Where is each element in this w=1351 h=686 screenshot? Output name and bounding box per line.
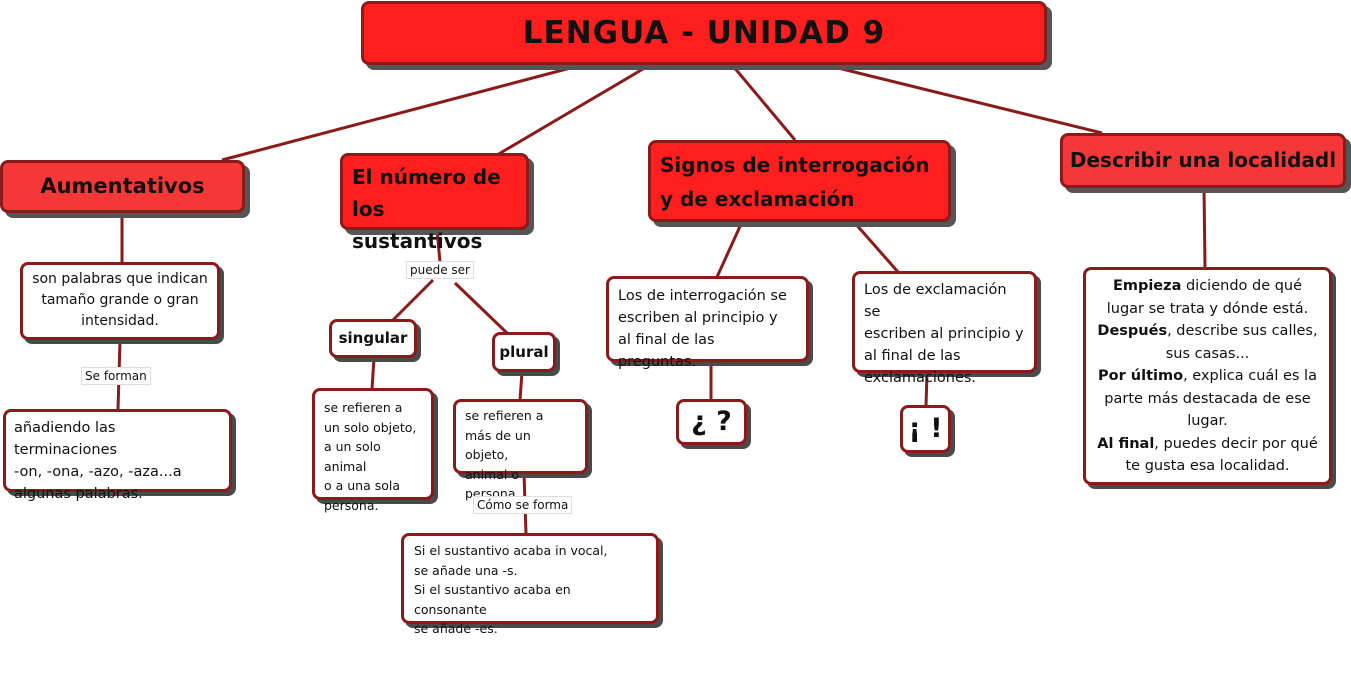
link-label-se-forman: Se forman <box>81 367 151 385</box>
numero-heading-line: El número de <box>352 165 501 189</box>
localidad-steps-box: Empieza diciendo de qué lugar se trata y… <box>1083 267 1332 485</box>
interrogacion-line: escriben al principio y <box>618 310 778 326</box>
exclamacion-line: Los de exclamación se <box>864 282 1007 320</box>
formation-line: -on, -ona, -azo, -aza...a <box>14 464 182 480</box>
plural-description-box: se refieren a más de un objeto, animal o… <box>453 399 588 501</box>
exclamacion-line: escriben al principio y <box>864 326 1024 342</box>
localidad-node: Describir una localidadl <box>1060 133 1346 188</box>
connector-title-localidad <box>829 64 1103 135</box>
plural-rule-box: Si el sustantivo acaba in vocal, se añad… <box>401 533 659 636</box>
link-label-como-se-forma: Cómo se forma <box>473 496 573 514</box>
exclamacion-symbol-node: ¡ ! <box>900 405 951 453</box>
exclamacion-description-box: Los de exclamación se escriben al princi… <box>852 271 1037 386</box>
signos-node: Signos de interrogación y de exclamación <box>648 140 951 222</box>
singular-line: persona. <box>324 497 379 513</box>
step-2-keyword: Después <box>1097 323 1168 339</box>
numero-heading-line: los sustantivos <box>352 197 483 253</box>
step-3: Por último, explica cuál es la parte más… <box>1094 365 1321 433</box>
aumentativos-definition-box: son palabras que indican tamaño grande o… <box>20 262 220 340</box>
connector-singular-desc <box>370 357 376 390</box>
connector-title-numero <box>496 64 649 157</box>
exclamacion-symbol: ¡ ! <box>908 413 943 444</box>
interrogacion-line: Los de interrogación se <box>618 288 787 304</box>
definition-line: son palabras que indican <box>32 271 208 287</box>
rule-line: Si el sustantivo acaba in vocal, <box>414 543 608 558</box>
step-3-keyword: Por último <box>1098 368 1184 384</box>
connector-plural-desc <box>518 371 524 401</box>
connector-signos-exclamacion <box>852 221 900 273</box>
step-1-text: diciendo de qué lugar se trata y dónde e… <box>1106 278 1309 317</box>
interrogacion-description-box: Los de interrogación se escriben al prin… <box>606 276 809 370</box>
plural-line: más de un objeto, <box>465 427 531 463</box>
step-2: Después, describe sus calles, sus casas.… <box>1094 320 1321 365</box>
link-label-puede-ser: puede ser <box>406 261 474 279</box>
step-1: Empieza diciendo de qué lugar se trata y… <box>1094 275 1321 320</box>
step-2-text: , describe sus calles, sus casas... <box>1165 323 1318 362</box>
connector-split-plural <box>453 281 509 335</box>
signos-heading-line: y de exclamación <box>660 187 855 211</box>
singular-line: se refieren a <box>324 400 403 415</box>
interrogacion-symbol: ¿ ? <box>691 406 732 437</box>
connector-title-aumentativos <box>221 64 579 162</box>
step-4: Al final, puedes decir por qué te gusta … <box>1094 433 1321 478</box>
singular-line: o a una sola <box>324 478 401 493</box>
aumentativos-formation-box: añadiendo las terminaciones -on, -ona, -… <box>3 409 232 502</box>
singular-line: un solo objeto, <box>324 419 417 435</box>
rule-line: se añade -es. <box>414 621 498 636</box>
formation-line: añadiendo las terminaciones <box>14 420 118 458</box>
plural-node: plural <box>492 332 556 372</box>
numero-node: El número de los sustantivos <box>340 153 529 253</box>
singular-node: singular <box>329 319 417 358</box>
rule-line: Si el sustantivo acaba en consonante <box>414 582 571 617</box>
connector-exclamacion-symbol <box>924 372 929 407</box>
connector-numero-split <box>435 229 442 263</box>
plural-line: se refieren a <box>465 408 544 423</box>
interrogacion-line: al final de las preguntas. <box>618 332 715 370</box>
connector-title-signos <box>731 65 797 141</box>
main-title: LENGUA - UNIDAD 9 <box>522 15 886 51</box>
singular-label: singular <box>338 329 408 347</box>
step-4-text: , puedes decir por qué te gusta esa loca… <box>1125 435 1318 475</box>
connector-localidad-steps <box>1202 187 1207 269</box>
signos-heading-line: Signos de interrogación <box>660 153 930 177</box>
main-title-node: LENGUA - UNIDAD 9 <box>361 1 1047 65</box>
definition-line: intensidad. <box>81 313 159 329</box>
interrogacion-symbol-node: ¿ ? <box>676 399 747 445</box>
step-3-text: , explica cuál es la parte más destacada… <box>1104 368 1317 429</box>
exclamacion-line: exclamaciones. <box>864 370 977 386</box>
plural-label: plural <box>499 343 549 361</box>
step-4-keyword: Al final <box>1097 435 1155 452</box>
singular-description-box: se refieren a un solo objeto, a un solo … <box>312 388 434 513</box>
formation-line: algunas palabras. <box>14 486 143 502</box>
step-1-keyword: Empieza <box>1112 278 1182 294</box>
connector-signos-interrogacion <box>715 221 744 278</box>
connector-split-singular <box>391 278 435 322</box>
exclamacion-line: al final de las <box>864 348 961 364</box>
definition-line: tamaño grande o gran <box>41 292 199 308</box>
singular-line: a un solo animal <box>324 439 381 474</box>
rule-line: se añade una -s. <box>414 562 518 578</box>
aumentativos-node: Aumentativos <box>0 160 245 213</box>
aumentativos-heading: Aumentativos <box>40 174 205 198</box>
localidad-heading: Describir una localidadl <box>1069 148 1337 172</box>
